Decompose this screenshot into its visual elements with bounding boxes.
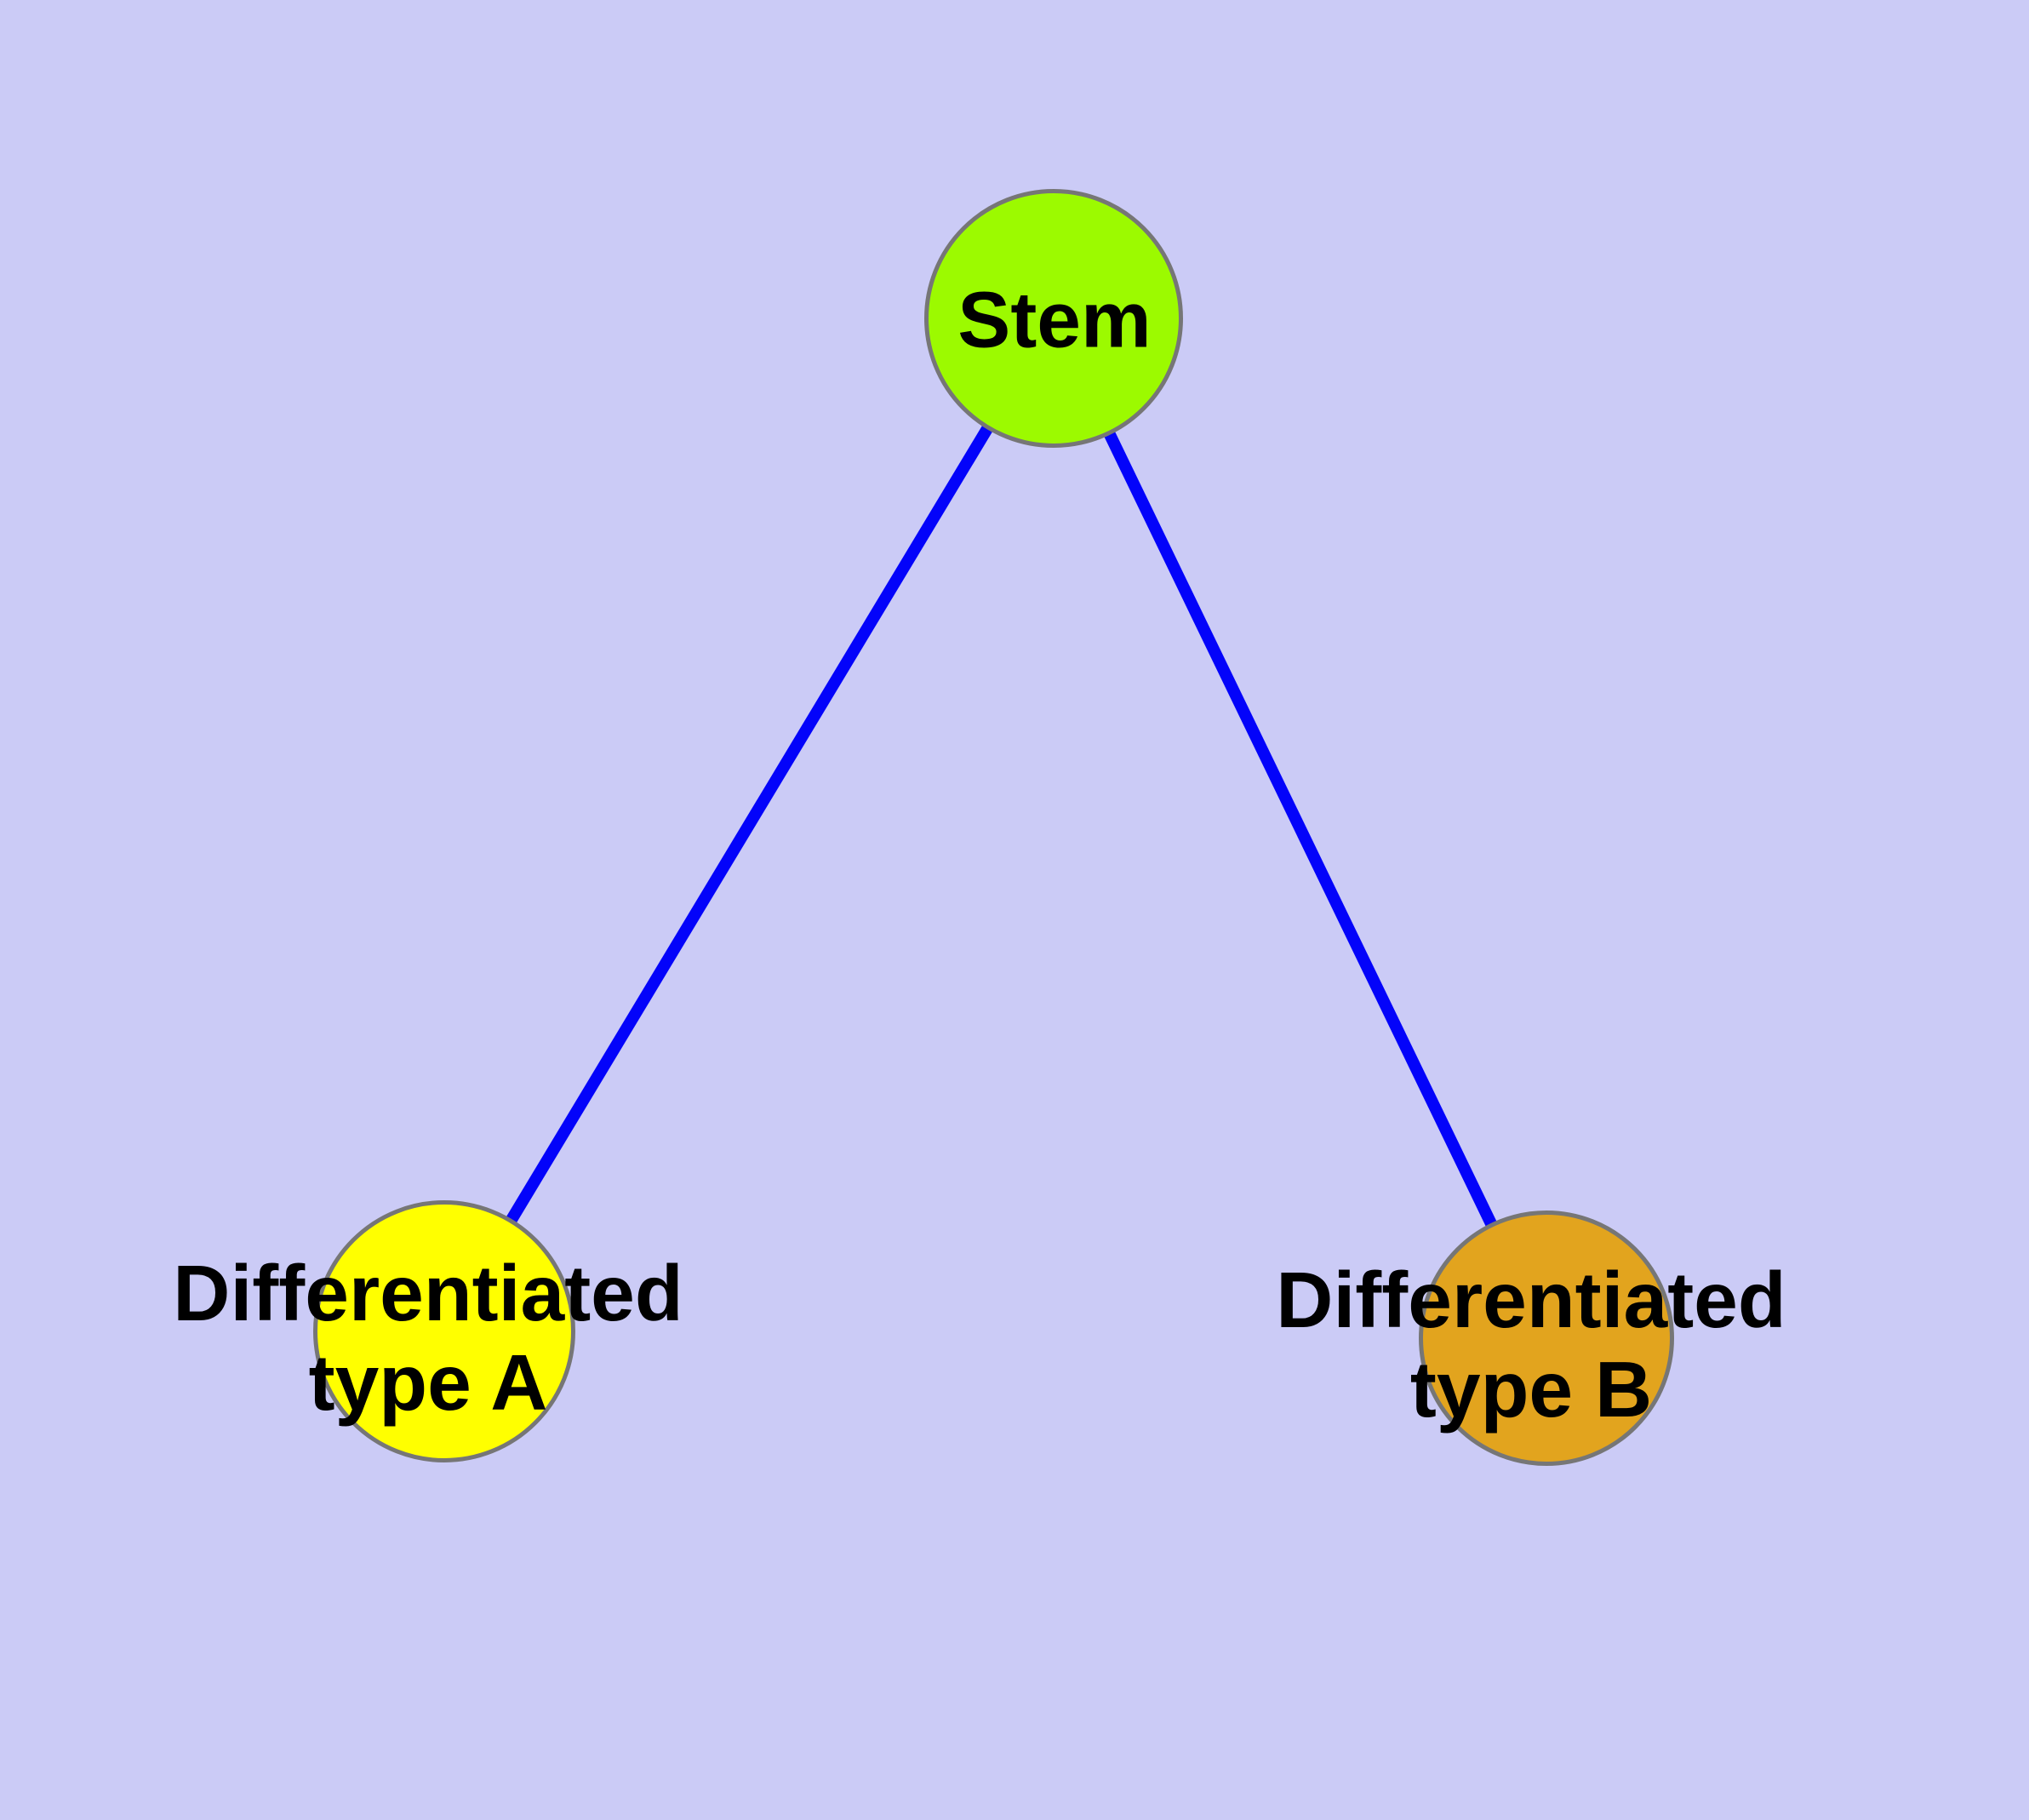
node-differentiated-type-a: [313, 1200, 575, 1462]
edge-stem-to-type-b: [1048, 315, 1552, 1342]
node-label-stem: Stem: [957, 275, 1152, 364]
edge-stem-to-type-a: [439, 315, 1059, 1335]
node-stem: [924, 189, 1183, 448]
node-label-differentiated-type-b: Differentiated type B: [1276, 1256, 1786, 1434]
node-label-differentiated-type-a: Differentiated type A: [173, 1249, 683, 1427]
node-differentiated-type-b: [1419, 1210, 1674, 1466]
